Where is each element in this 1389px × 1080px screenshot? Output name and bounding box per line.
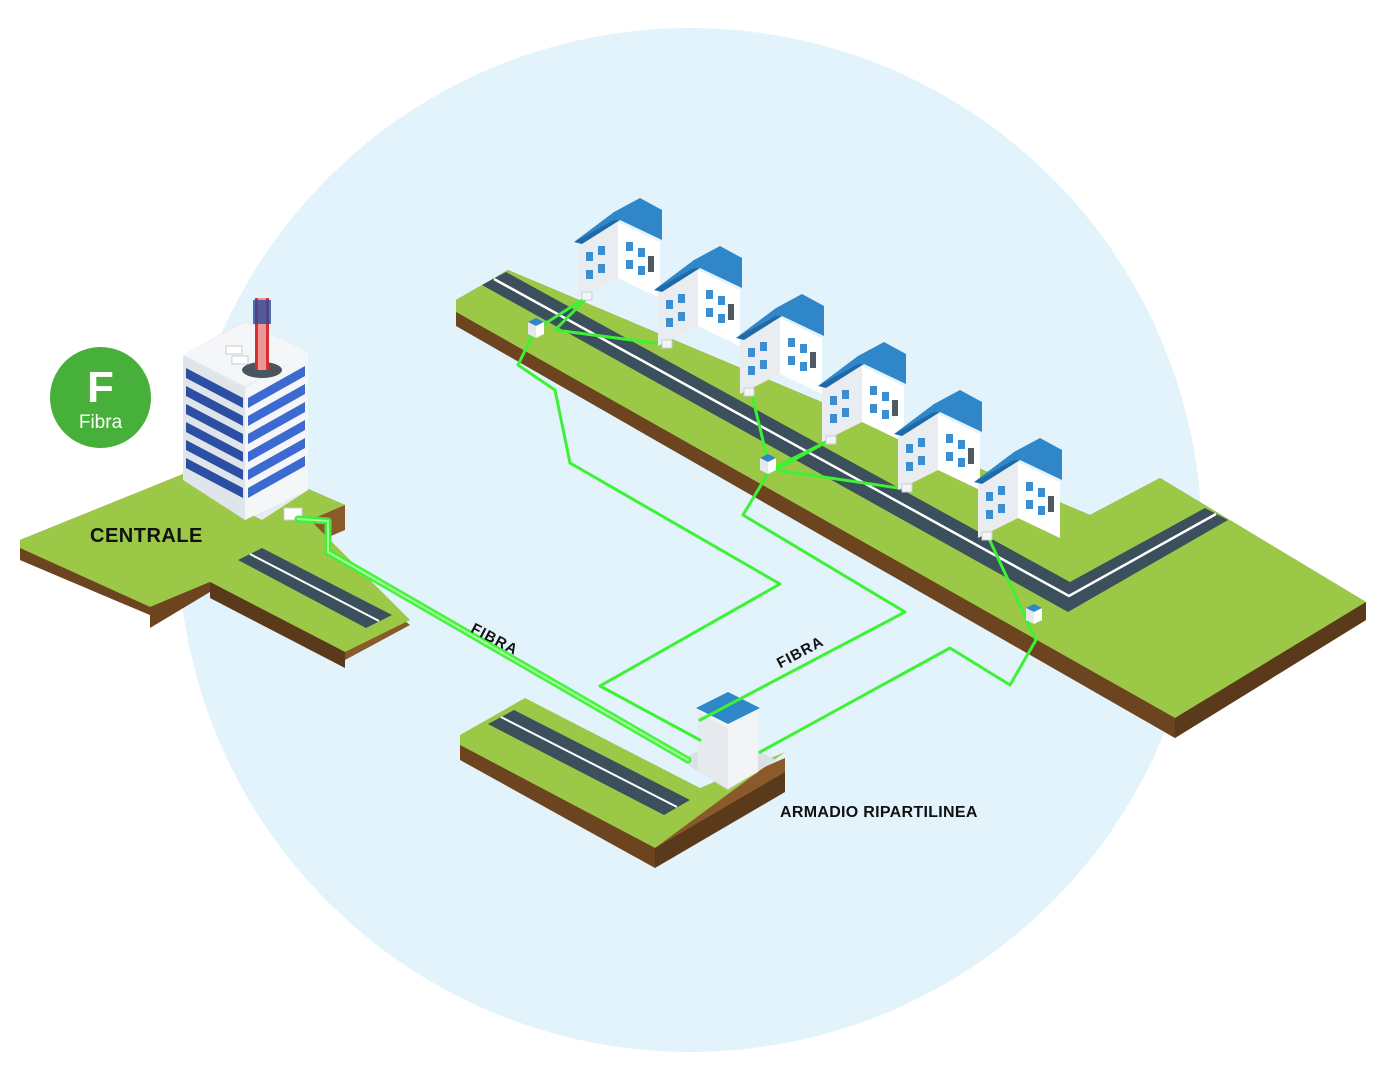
armadio-label: ARMADIO RIPARTILINEA: [780, 804, 978, 821]
fibra-badge: F Fibra: [50, 347, 151, 448]
armadio-platform: [460, 698, 785, 868]
street-platform: [456, 270, 1366, 738]
fiber-lines: [294, 293, 1038, 764]
centrale-label: CENTRALE: [90, 525, 203, 547]
badge-letter: F: [87, 362, 114, 412]
badge-text: Fibra: [78, 411, 123, 433]
central-building: [183, 298, 308, 521]
centrale-platform: [20, 455, 410, 668]
armadio-cabinet: [680, 692, 776, 790]
